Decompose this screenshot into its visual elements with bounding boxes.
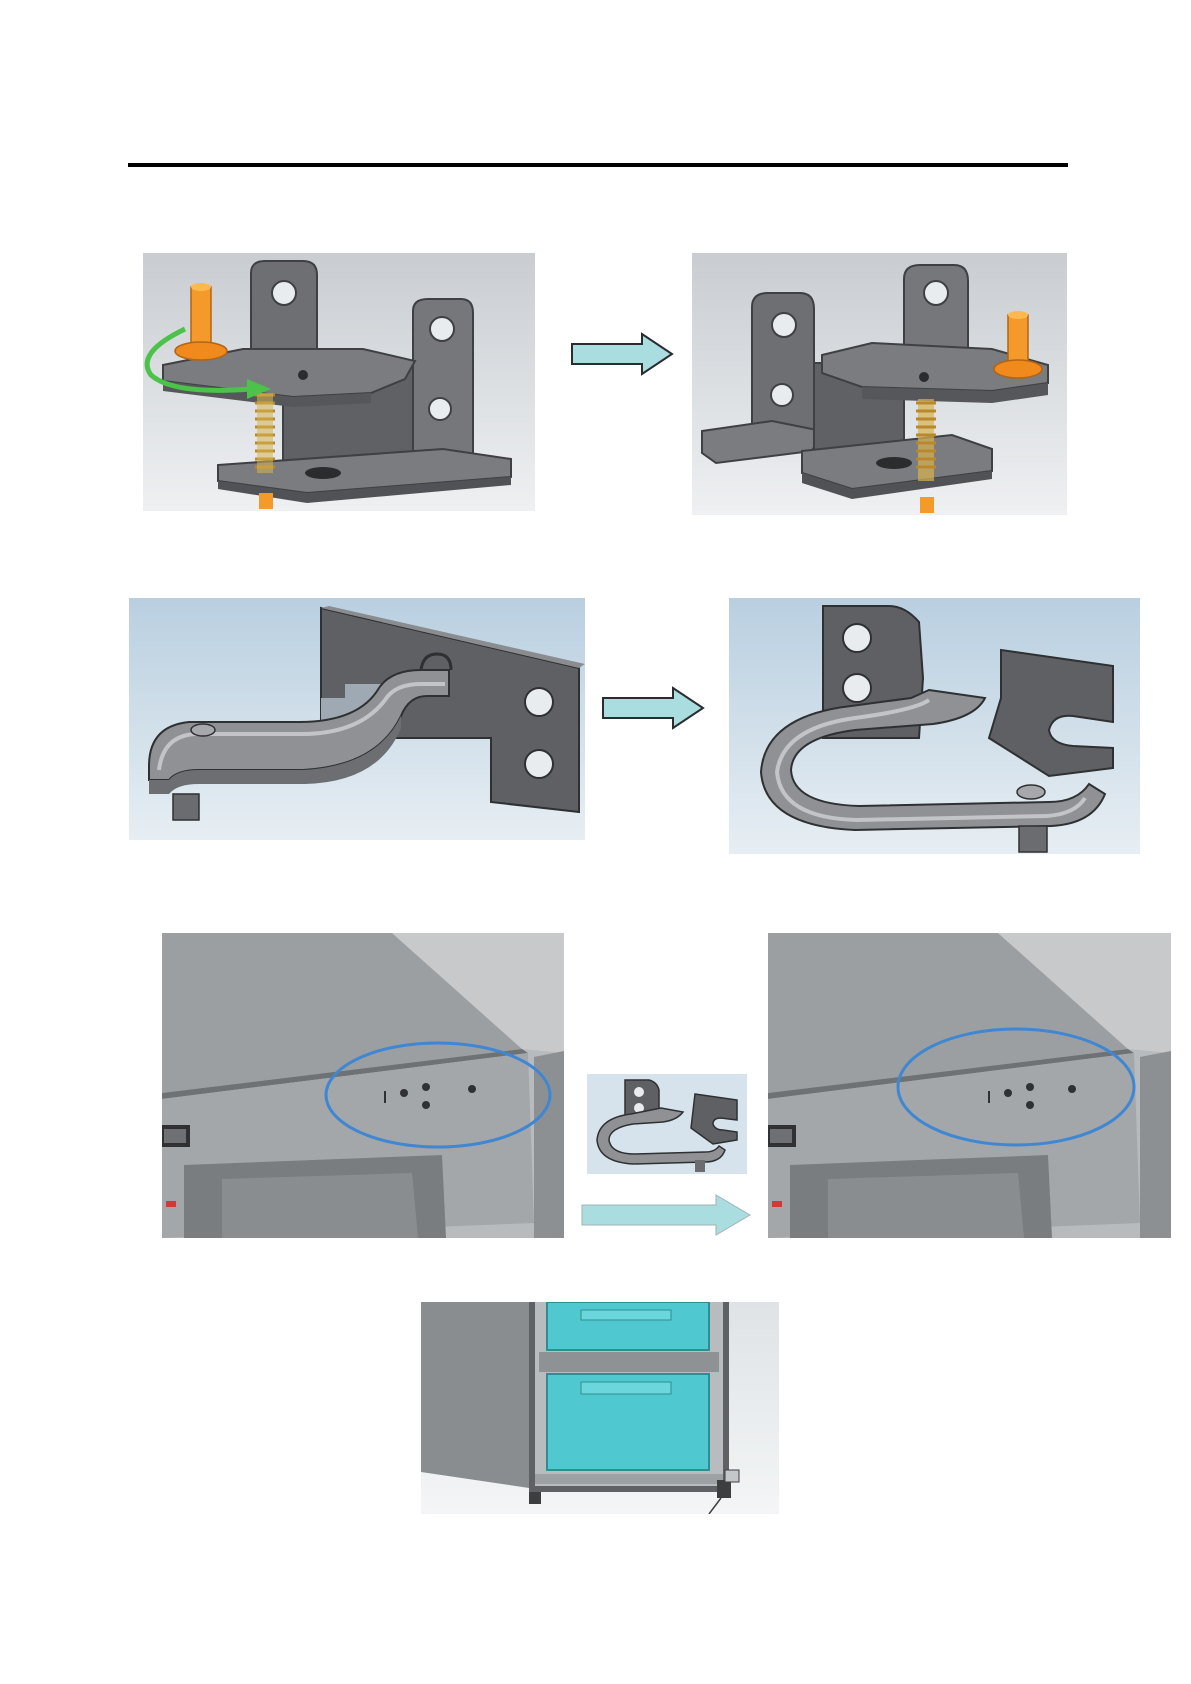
door-hinge-icon bbox=[587, 1074, 747, 1174]
door-hinge-icon bbox=[729, 598, 1140, 854]
cabinet-corner-before-figure bbox=[162, 933, 564, 1238]
drawer-icon bbox=[547, 1374, 709, 1470]
hinge-bracket-before-figure bbox=[143, 253, 535, 511]
next-step-arrow-icon bbox=[580, 1193, 752, 1237]
door-hinge-before-figure bbox=[129, 598, 585, 840]
door-hinge-after-figure bbox=[729, 598, 1140, 854]
freezer-drawers-figure bbox=[421, 1302, 779, 1514]
hinge-bracket-icon bbox=[692, 253, 1067, 515]
cabinet-corner-after-figure bbox=[768, 933, 1171, 1238]
hinge-thumbnail-figure bbox=[587, 1074, 747, 1174]
next-step-arrow-icon bbox=[570, 332, 674, 376]
hinge-bracket-after-figure bbox=[692, 253, 1067, 515]
header-rule bbox=[128, 163, 1068, 167]
drawer-icon bbox=[547, 1302, 709, 1350]
door-hinge-icon bbox=[129, 598, 585, 840]
hinge-bracket-icon bbox=[143, 253, 535, 511]
next-step-arrow-icon bbox=[601, 686, 705, 730]
